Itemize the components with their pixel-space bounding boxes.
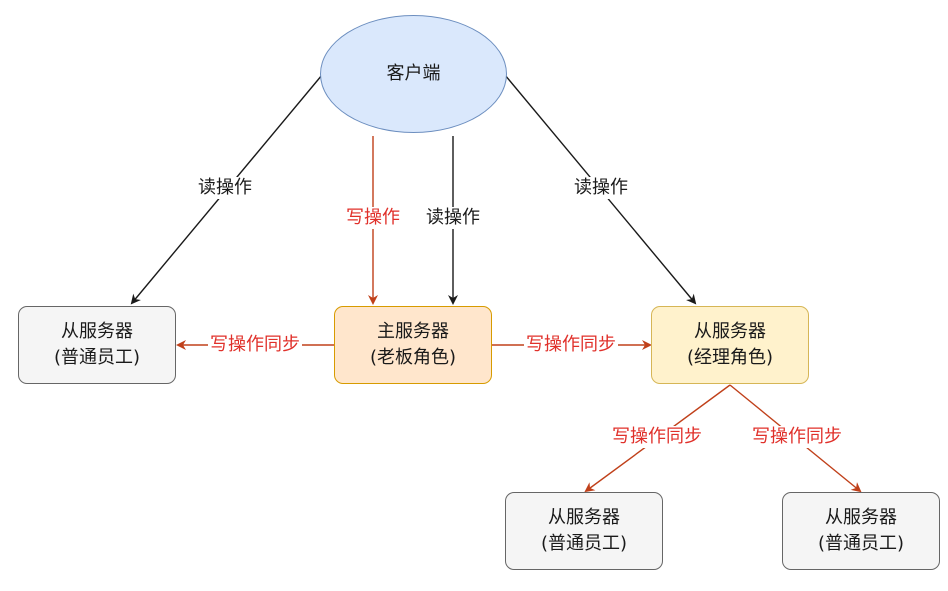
- slave-bottom-right-title: 从服务器: [825, 507, 897, 528]
- slave-left-node: 从服务器 (普通员工): [18, 306, 176, 384]
- slave-left-role: (普通员工): [53, 347, 141, 368]
- slave-bottom-left-node: 从服务器 (普通员工): [505, 492, 663, 570]
- slave-bottom-left-role: (普通员工): [540, 533, 628, 554]
- slave-bottom-left-title: 从服务器: [548, 507, 620, 528]
- master-role: (老板角色): [369, 347, 457, 368]
- edge-label-sync-right: 写操作同步: [524, 334, 618, 356]
- master-node: 主服务器 (老板角色): [334, 306, 492, 384]
- slave-manager-node: 从服务器 (经理角色): [651, 306, 809, 384]
- edge-label-sync-bottom-right: 写操作同步: [750, 426, 844, 448]
- edge-label-read-right: 读操作: [572, 177, 630, 199]
- slave-bottom-right-role: (普通员工): [817, 533, 905, 554]
- slave-manager-title: 从服务器: [694, 321, 766, 342]
- edge-label-sync-bottom-left: 写操作同步: [610, 426, 704, 448]
- slave-left-title: 从服务器: [61, 321, 133, 342]
- master-title: 主服务器: [377, 321, 449, 342]
- client-node: 客户端: [320, 15, 507, 133]
- edge-label-sync-left: 写操作同步: [208, 334, 302, 356]
- edge-label-write-master: 写操作: [344, 207, 402, 229]
- client-label: 客户端: [386, 63, 441, 84]
- edge-label-read-master: 读操作: [424, 207, 482, 229]
- slave-manager-role: (经理角色): [686, 347, 774, 368]
- edge-label-read-left: 读操作: [196, 177, 254, 199]
- slave-bottom-right-node: 从服务器 (普通员工): [782, 492, 940, 570]
